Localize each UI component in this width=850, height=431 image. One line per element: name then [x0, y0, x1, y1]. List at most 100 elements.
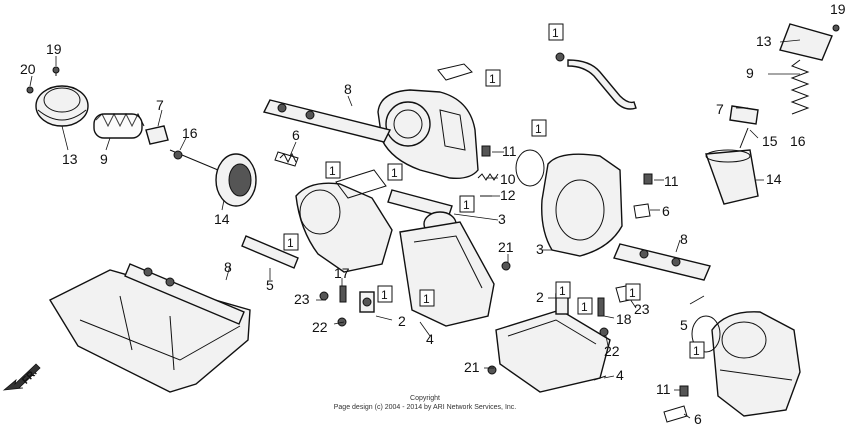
callout-7-right: 7	[716, 101, 724, 117]
callout-6-right: 6	[662, 203, 670, 219]
callout-3-upper: 3	[498, 211, 506, 227]
fuel-cap-11-lower[interactable]	[679, 385, 689, 397]
arrow-icon	[2, 363, 41, 391]
callout-2-lower: 2	[536, 289, 544, 305]
svg-text:1: 1	[559, 284, 566, 298]
callout-17: 17	[334, 265, 350, 281]
boxed-1-gasket-center-b: 1	[387, 163, 403, 181]
lower-left-carburetor[interactable]	[49, 269, 251, 393]
top-cover-right[interactable]	[779, 23, 833, 61]
boxed-1-connector: 1	[459, 195, 475, 213]
spring-10[interactable]	[477, 173, 499, 181]
carburetor-body-upper[interactable]	[377, 89, 479, 180]
adjust-screw-6-lower[interactable]	[663, 405, 688, 423]
callout-2-center: 2	[398, 313, 406, 329]
callout-11-lower: 11	[656, 381, 671, 397]
callout-11-top: 11	[502, 143, 517, 159]
callout-9-left: 9	[100, 151, 108, 167]
boxed-1-gasket-center-a: 1	[325, 161, 341, 179]
svg-text:1: 1	[581, 300, 588, 314]
fuel-cap-11-upper[interactable]	[481, 145, 491, 157]
float-valve-2-center[interactable]	[359, 291, 375, 313]
copyright-footer: Copyright Page design (c) 2004 - 2014 by…	[334, 395, 517, 411]
drain-screw-4-lower[interactable]	[593, 375, 607, 381]
front-direction-arrow: FR.	[2, 363, 41, 391]
screw-top-right[interactable]	[832, 24, 840, 32]
gasket-center[interactable]	[335, 169, 387, 199]
callout-5-right: 5	[680, 317, 688, 333]
boxed-1-float-valve-center: 1	[377, 285, 393, 303]
callout-8-top: 8	[344, 81, 352, 97]
callout-10: 10	[500, 171, 516, 187]
boxed-1-float-valve-lower-b: 1	[577, 297, 593, 315]
callout-6-lower: 6	[694, 411, 702, 427]
callout-20: 20	[20, 61, 36, 77]
callout-8-right: 8	[680, 231, 688, 247]
carburetor-body-right[interactable]	[541, 153, 623, 257]
jet-18[interactable]	[597, 297, 605, 317]
copyright-line2: Page design (c) 2004 - 2014 by ARI Netwo…	[334, 404, 517, 411]
top-cover-left[interactable]	[35, 85, 89, 127]
callout-23-right: 23	[634, 301, 650, 317]
spring-left[interactable]	[93, 112, 145, 139]
oring-1-upper[interactable]	[515, 149, 545, 187]
vacuum-piston-left[interactable]	[215, 153, 257, 207]
boxed-1-oring-upper: 1	[531, 119, 547, 137]
svg-text:1: 1	[693, 344, 700, 358]
throttle-shaft-upper[interactable]	[262, 99, 392, 143]
callout-21-lower: 21	[464, 359, 480, 375]
adjust-screw-6-upper[interactable]	[274, 151, 299, 167]
callout-labels: 19 20 13 9 7 16 14 8 6 11 10 12 3 19 13 …	[20, 1, 846, 427]
callout-13-left: 13	[62, 151, 78, 167]
boxed-1-float-chamber: 1	[419, 289, 435, 307]
callout-19-top-right: 19	[830, 1, 846, 17]
svg-text:1: 1	[552, 26, 559, 40]
needle-jet-right[interactable]	[729, 105, 759, 149]
copyright-line1: Copyright	[410, 395, 440, 402]
carburetor-body-lower-right[interactable]	[711, 311, 801, 417]
gasket-top[interactable]	[437, 63, 473, 81]
screw-22-lower[interactable]	[599, 327, 609, 337]
carburetor-body-center[interactable]	[295, 182, 393, 273]
float-chamber-center[interactable]	[399, 221, 495, 327]
svg-text:1: 1	[329, 164, 336, 178]
adjust-screw-6-right[interactable]	[633, 203, 651, 219]
vacuum-piston-right[interactable]	[705, 149, 759, 205]
throttle-shaft-center[interactable]	[241, 235, 299, 269]
callout-13-right: 13	[756, 33, 772, 49]
jet-17[interactable]	[339, 285, 347, 303]
boxed-1-shaft-right: 1	[625, 283, 641, 301]
screw-left[interactable]	[26, 86, 34, 94]
callout-14-left: 14	[214, 211, 230, 227]
throttle-shaft-lower-left[interactable]	[124, 263, 245, 325]
callout-11-right: 11	[664, 173, 679, 189]
screw-top-left[interactable]	[52, 66, 60, 76]
callout-22-lower: 22	[604, 343, 620, 359]
callout-8-left: 8	[224, 259, 232, 275]
spring-right[interactable]	[790, 59, 810, 115]
boxed-1-hose: 1	[548, 23, 564, 41]
callout-21-upper: 21	[498, 239, 514, 255]
callout-7-left: 7	[156, 97, 164, 113]
boxed-1-oring-lower-right: 1	[689, 341, 705, 359]
float-chamber-lower[interactable]	[495, 309, 611, 393]
screw-21-center[interactable]	[501, 261, 511, 271]
screw-23-center[interactable]	[319, 291, 329, 301]
fuel-cap-11-right[interactable]	[643, 173, 653, 185]
callout-5-left: 5	[266, 277, 274, 293]
callout-6-top: 6	[292, 127, 300, 143]
svg-text:1: 1	[463, 198, 470, 212]
callout-14-right: 14	[766, 171, 782, 187]
boxed-labels: 1 1 1 1 1 1 1 1	[283, 23, 705, 359]
callout-19-top-left: 19	[46, 41, 62, 57]
fuel-hose-top[interactable]	[555, 52, 637, 110]
svg-text:1: 1	[423, 292, 430, 306]
throttle-shaft-right[interactable]	[613, 243, 711, 281]
svg-text:1: 1	[287, 236, 294, 250]
callout-4-center: 4	[426, 331, 434, 347]
svg-text:1: 1	[489, 72, 496, 86]
oring-1-lower-right[interactable]	[691, 315, 721, 353]
screw-21-lower[interactable]	[487, 365, 497, 375]
callout-16-right: 16	[790, 133, 806, 149]
